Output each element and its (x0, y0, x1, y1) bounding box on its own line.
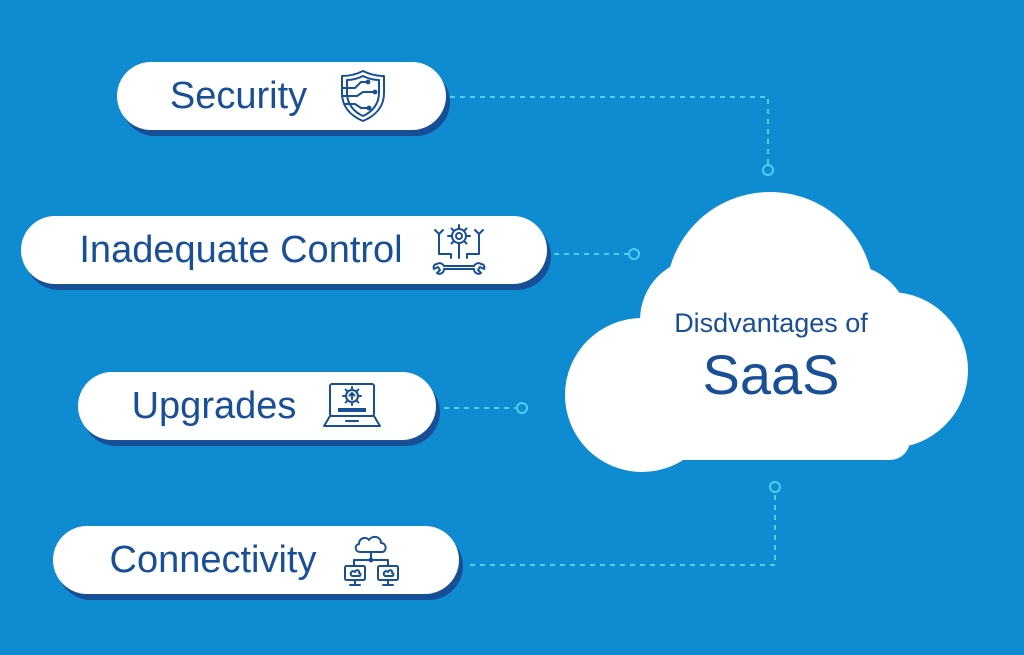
laptop-upgrade-icon (323, 383, 382, 427)
item-label: Security (169, 75, 308, 117)
connector-dot-security (762, 164, 774, 176)
item-connectivity: Connectivity (53, 526, 459, 594)
shield-circuit-icon (341, 70, 386, 122)
item-inadequate-control: Inadequate Control (21, 216, 547, 284)
item-label: Upgrades (131, 385, 297, 427)
item-label: Inadequate Control (79, 229, 403, 271)
connector-connectivity (470, 493, 776, 566)
item-label: Connectivity (109, 539, 317, 581)
connector-dot-connectivity (769, 481, 781, 493)
gear-wrench-control-icon (432, 224, 485, 275)
cloud-subtitle: Disdvantages of (674, 308, 868, 338)
item-security: Security (117, 62, 446, 130)
connector-security (450, 96, 769, 164)
cloud-network-icon (344, 535, 400, 586)
cloud-text: Disdvantages of SaaS (640, 308, 902, 407)
connector-dot-inadequate-control (628, 248, 640, 260)
connector-dot-upgrades (516, 402, 528, 414)
item-upgrades: Upgrades (78, 372, 436, 440)
cloud-title: SaaS (702, 343, 840, 407)
